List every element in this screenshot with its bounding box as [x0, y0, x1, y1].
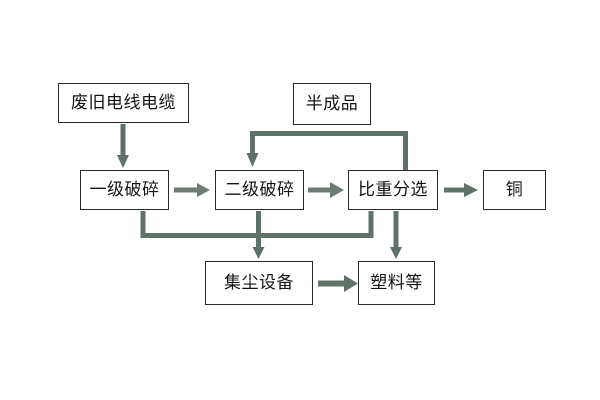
node-secondary-crush-label: 二级破碎 — [224, 179, 295, 200]
connector-secondary-crush-to-gravity-sort — [308, 182, 344, 198]
node-primary-crush[interactable]: 一级破碎 — [80, 170, 169, 210]
node-primary-crush-label: 一级破碎 — [89, 179, 160, 200]
node-copper-label: 铜 — [505, 179, 524, 200]
connector-gravity-sort-to-plastics — [390, 211, 402, 259]
node-dust-collector-label: 集尘设备 — [224, 272, 294, 293]
connector-scrap-cable-to-primary-crush — [117, 124, 129, 168]
node-scrap-cable-label: 废旧电线电缆 — [71, 92, 176, 113]
node-secondary-crush[interactable]: 二级破碎 — [215, 170, 304, 210]
node-gravity-sort[interactable]: 比重分选 — [348, 170, 438, 210]
connector-gravity-sort-to-copper — [444, 183, 478, 197]
node-dust-collector[interactable]: 集尘设备 — [205, 261, 313, 305]
connector-crushers-to-dust-collector — [140, 211, 374, 259]
connector-dust-collector-to-plastics — [318, 275, 358, 292]
node-plastics-label: 塑料等 — [370, 272, 423, 293]
connector-primary-crush-to-secondary-crush — [174, 183, 210, 197]
node-gravity-sort-label: 比重分选 — [358, 179, 428, 200]
node-scrap-cable[interactable]: 废旧电线电缆 — [58, 83, 189, 123]
node-semi-product-label: 半成品 — [305, 93, 359, 114]
connector-gravity-sort-to-secondary-crush-recycle — [246, 131, 408, 170]
node-copper[interactable]: 铜 — [483, 170, 546, 210]
node-semi-product[interactable]: 半成品 — [293, 83, 371, 125]
node-plastics[interactable]: 塑料等 — [358, 261, 435, 305]
